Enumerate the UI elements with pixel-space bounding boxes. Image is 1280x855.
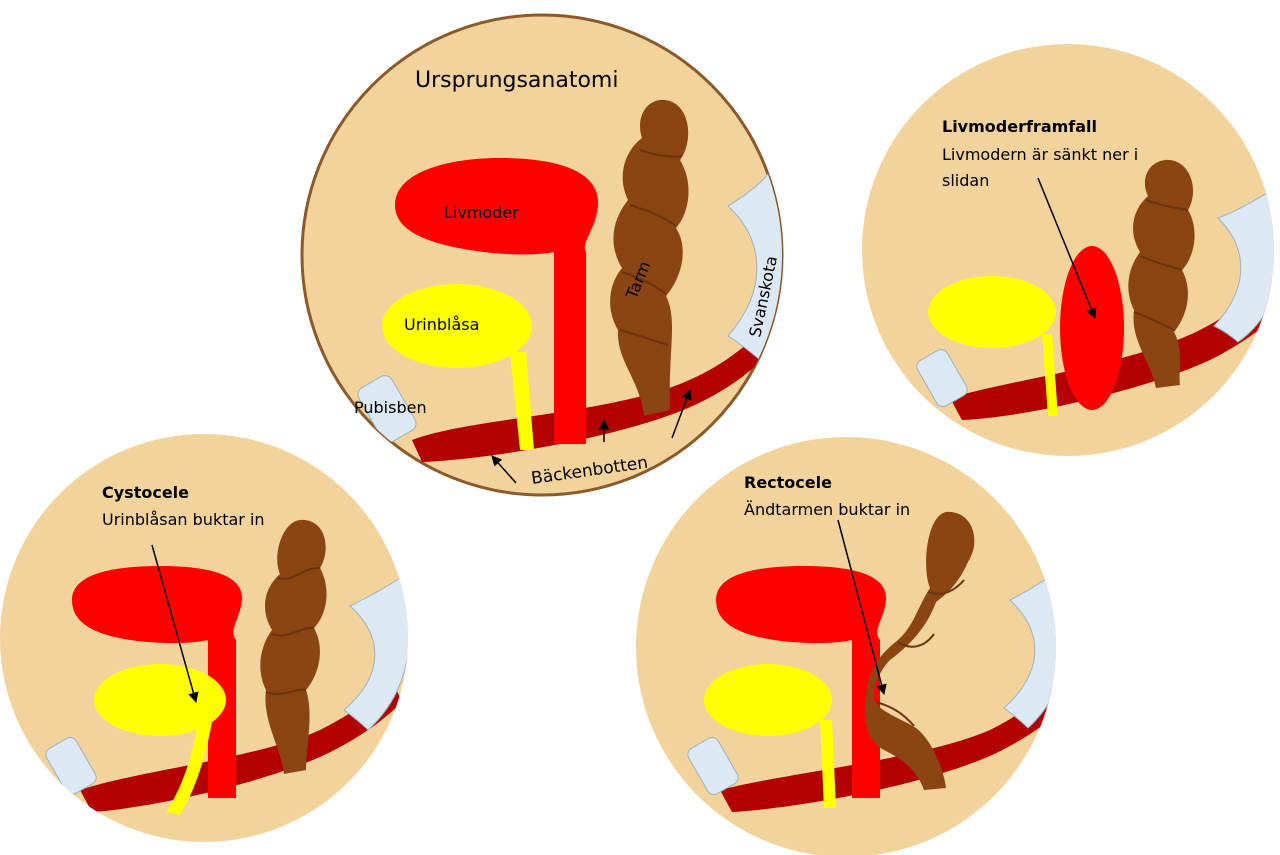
panel-cystocele: Cystocele Urinblåsan buktar in [0, 434, 408, 842]
pubic-bone [45, 737, 97, 795]
arrow-to-rectum [837, 519, 887, 696]
bladder [928, 276, 1056, 348]
panel-description-line2: slidan [942, 171, 989, 190]
panel-title: Ursprungsanatomi [415, 68, 618, 93]
pubic-bone [916, 349, 968, 407]
panel-uterine-prolapse: Livmoderframfall Livmodern är sänkt ner … [862, 44, 1274, 456]
panel-original-anatomy: Ursprungsanatomi Livmoder Urinblåsa Tarm… [300, 13, 784, 497]
uterus [716, 566, 887, 798]
bowel [610, 99, 689, 416]
panel-rectocele: Rectocele Ändtarmen buktar in [636, 437, 1056, 855]
urethra [510, 352, 534, 450]
urethra [820, 720, 836, 808]
pubic-label: Pubisben [354, 398, 427, 417]
pelvic-floor [412, 330, 776, 462]
uterus [72, 566, 243, 798]
pubic-bone [357, 375, 417, 443]
bulging-rectum [864, 511, 975, 790]
bladder [382, 284, 532, 368]
urethra [166, 722, 212, 815]
bulging-bladder [94, 664, 226, 736]
bowel [260, 519, 327, 774]
pubic-bone [687, 737, 739, 795]
panel-description-line1: Livmodern är sänkt ner i [942, 145, 1138, 164]
pelvic-floor [80, 680, 402, 812]
bowel [1128, 159, 1195, 388]
panel-title: Cystocele [102, 483, 189, 502]
arrow-floor-left [491, 455, 517, 484]
bladder [704, 664, 832, 736]
panel-description: Urinblåsan buktar in [102, 510, 265, 529]
prolapsed-uterus [1060, 246, 1124, 410]
panel-description: Ändtarmen buktar in [744, 500, 910, 519]
arrow-to-uterus [1037, 177, 1097, 319]
coccyx-bone [343, 577, 408, 731]
panel-title: Rectocele [744, 473, 832, 492]
panel-title: Livmoderframfall [942, 117, 1097, 136]
pelvic-floor [720, 680, 1056, 812]
arrow-to-bladder [151, 544, 199, 704]
uterus [395, 158, 599, 444]
bladder-label: Urinblåsa [404, 315, 479, 334]
pelvic-floor [950, 275, 1274, 420]
arrow-floor-right [671, 389, 692, 439]
uterus-label: Livmoder [444, 203, 519, 222]
urethra [1042, 334, 1058, 416]
